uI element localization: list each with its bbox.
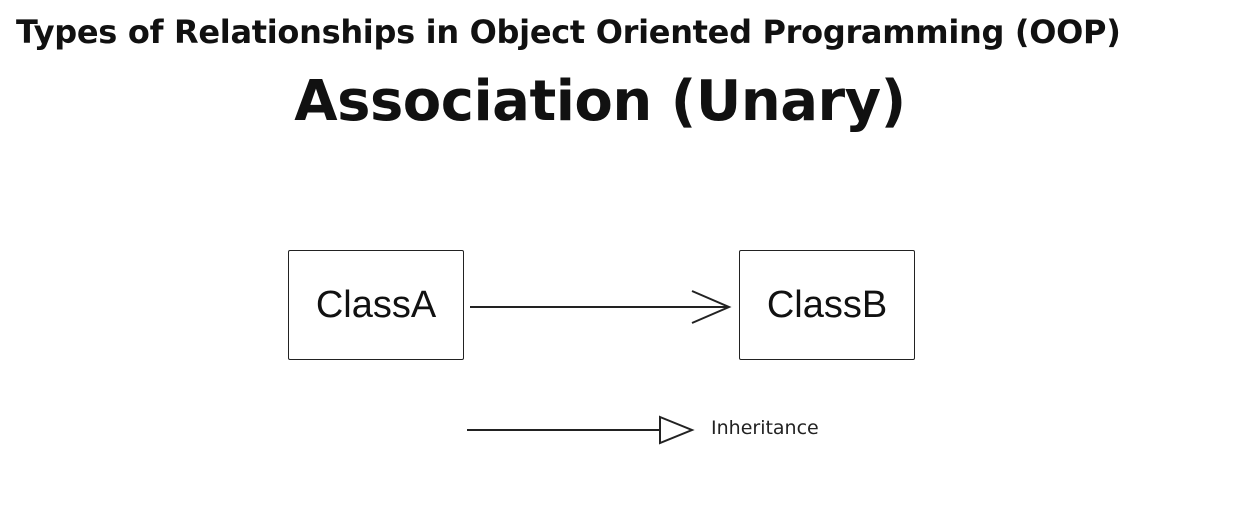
slide-heading: Association (Unary) <box>294 69 906 134</box>
association-arrow <box>470 290 732 324</box>
page-title: Types of Relationships in Object Oriente… <box>16 13 1121 51</box>
legend-inheritance-arrow <box>467 415 695 445</box>
class-b-label: ClassB <box>766 283 888 326</box>
class-a-label: ClassA <box>315 283 437 326</box>
class-b-box: ClassB <box>739 250 915 360</box>
association-arrowhead <box>691 290 732 324</box>
class-a-box: ClassA <box>288 250 464 360</box>
legend-hollow-triangle-icon <box>659 415 695 445</box>
legend-inheritance-label: Inheritance <box>711 417 819 439</box>
